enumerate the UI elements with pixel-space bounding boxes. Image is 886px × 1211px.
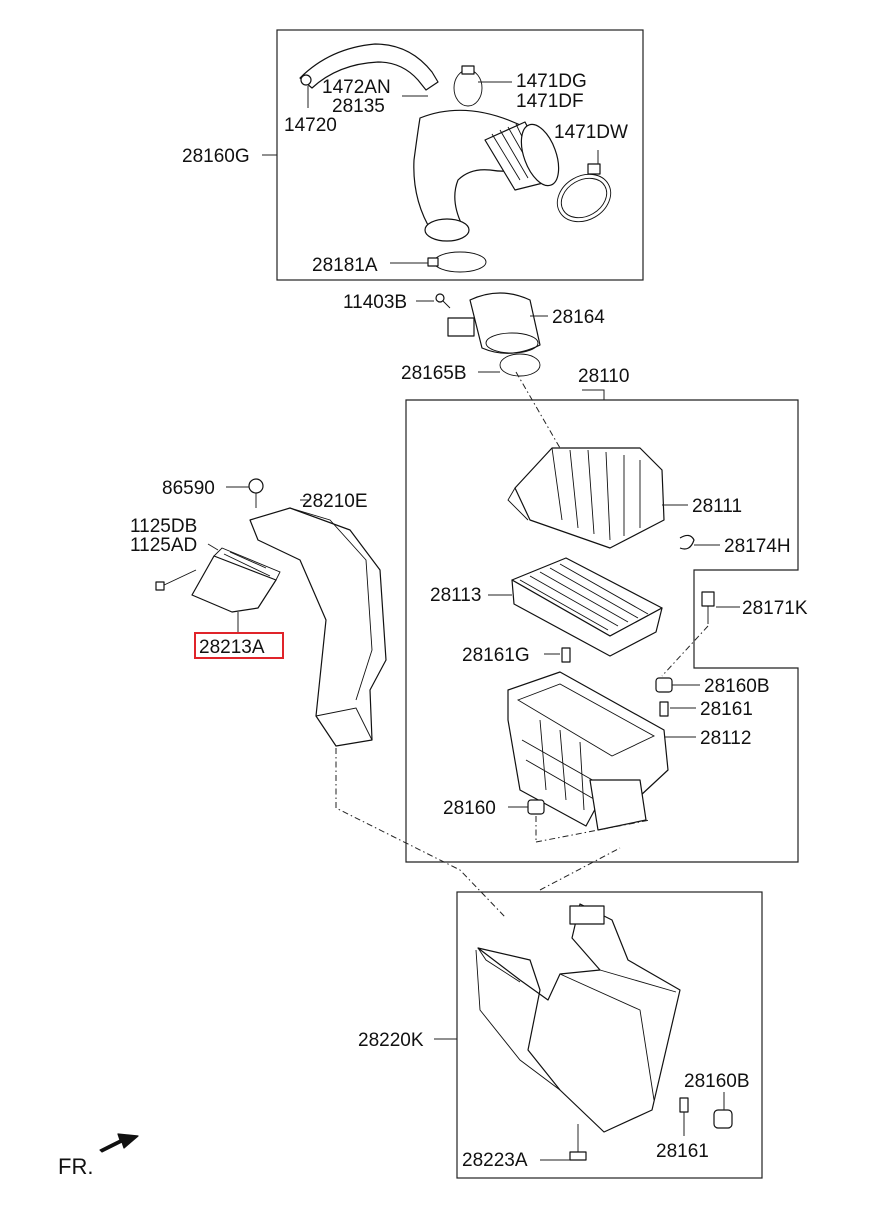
label-28161-lower: 28161 (656, 1141, 709, 1162)
intake-hose-part[interactable] (299, 43, 566, 242)
pin-28161-part[interactable] (659, 701, 669, 717)
label-1472an: 1472AN (322, 77, 391, 98)
label-28160g: 28160G (182, 146, 250, 167)
air-cleaner-group-box (405, 399, 799, 863)
pin-28161g-part[interactable] (561, 647, 571, 663)
label-28111: 28111 (692, 496, 742, 517)
label-1471dg: 1471DG (516, 71, 587, 92)
label-28220k: 28220K (358, 1030, 424, 1051)
clamp-14720-part[interactable] (300, 74, 312, 86)
label-28160b: 28160B (704, 676, 770, 697)
clamp-1471dw-part[interactable] (549, 163, 619, 231)
air-cleaner-body-part[interactable] (507, 671, 669, 831)
air-duct-28210e-part[interactable] (249, 507, 387, 747)
air-filter-element-part[interactable] (511, 557, 663, 657)
gasket-28165b-part[interactable] (499, 353, 541, 377)
label-28213a: 28213A (199, 637, 265, 658)
label-28223a: 28223A (462, 1150, 528, 1171)
label-28112: 28112 (700, 728, 751, 749)
clip-28174h-part[interactable] (679, 534, 695, 550)
bolt-1125db-part[interactable] (155, 569, 197, 591)
label-28161: 28161 (700, 699, 753, 720)
label-28181a: 28181A (312, 255, 378, 276)
air-cleaner-cover-part[interactable] (507, 447, 665, 549)
label-86590: 86590 (162, 478, 215, 499)
front-direction-arrow-icon (99, 1133, 139, 1153)
label-1125db: 1125DB (130, 516, 197, 537)
bolt-86590-part[interactable] (248, 478, 264, 508)
label-14720: 14720 (284, 115, 337, 136)
clamp-28181a-part[interactable] (427, 251, 487, 273)
label-1471df: 1471DF (516, 91, 584, 112)
air-duct-group-box (456, 891, 763, 1179)
label-28160b-lower: 28160B (684, 1071, 750, 1092)
resonator-cover-28213a-part[interactable] (191, 547, 281, 613)
air-flow-sensor-part[interactable] (447, 292, 541, 354)
label-11403b: 11403B (343, 292, 407, 313)
highlight-28213a-box (194, 632, 284, 659)
bolt-28223a-part[interactable] (569, 1124, 587, 1161)
clamp-1471dg-part[interactable] (453, 65, 483, 107)
label-28161g: 28161G (462, 645, 530, 666)
air-duct-28220k-part[interactable] (475, 903, 681, 1133)
label-28113: 28113 (430, 585, 481, 606)
pin-28161-lower-part[interactable] (679, 1097, 689, 1113)
label-28160: 28160 (443, 798, 496, 819)
label-28110: 28110 (578, 366, 629, 387)
bolt-28171k-part[interactable] (701, 591, 715, 624)
grommet-28160b-part[interactable] (655, 677, 673, 693)
label-1471dw: 1471DW (554, 122, 628, 143)
label-28171k: 28171K (742, 598, 808, 619)
label-28164: 28164 (552, 307, 605, 328)
label-1125ad: 1125AD (130, 535, 197, 556)
label-28135: 28135 (332, 96, 385, 117)
label-28165b: 28165B (401, 363, 467, 384)
grommet-28160b-lower-part[interactable] (713, 1109, 733, 1129)
front-label: FR. (58, 1154, 93, 1179)
label-28210e: 28210E (302, 491, 368, 512)
screw-11403b-part[interactable] (435, 293, 451, 309)
label-28174h: 28174H (724, 536, 791, 557)
grommet-28160-part[interactable] (527, 799, 545, 815)
